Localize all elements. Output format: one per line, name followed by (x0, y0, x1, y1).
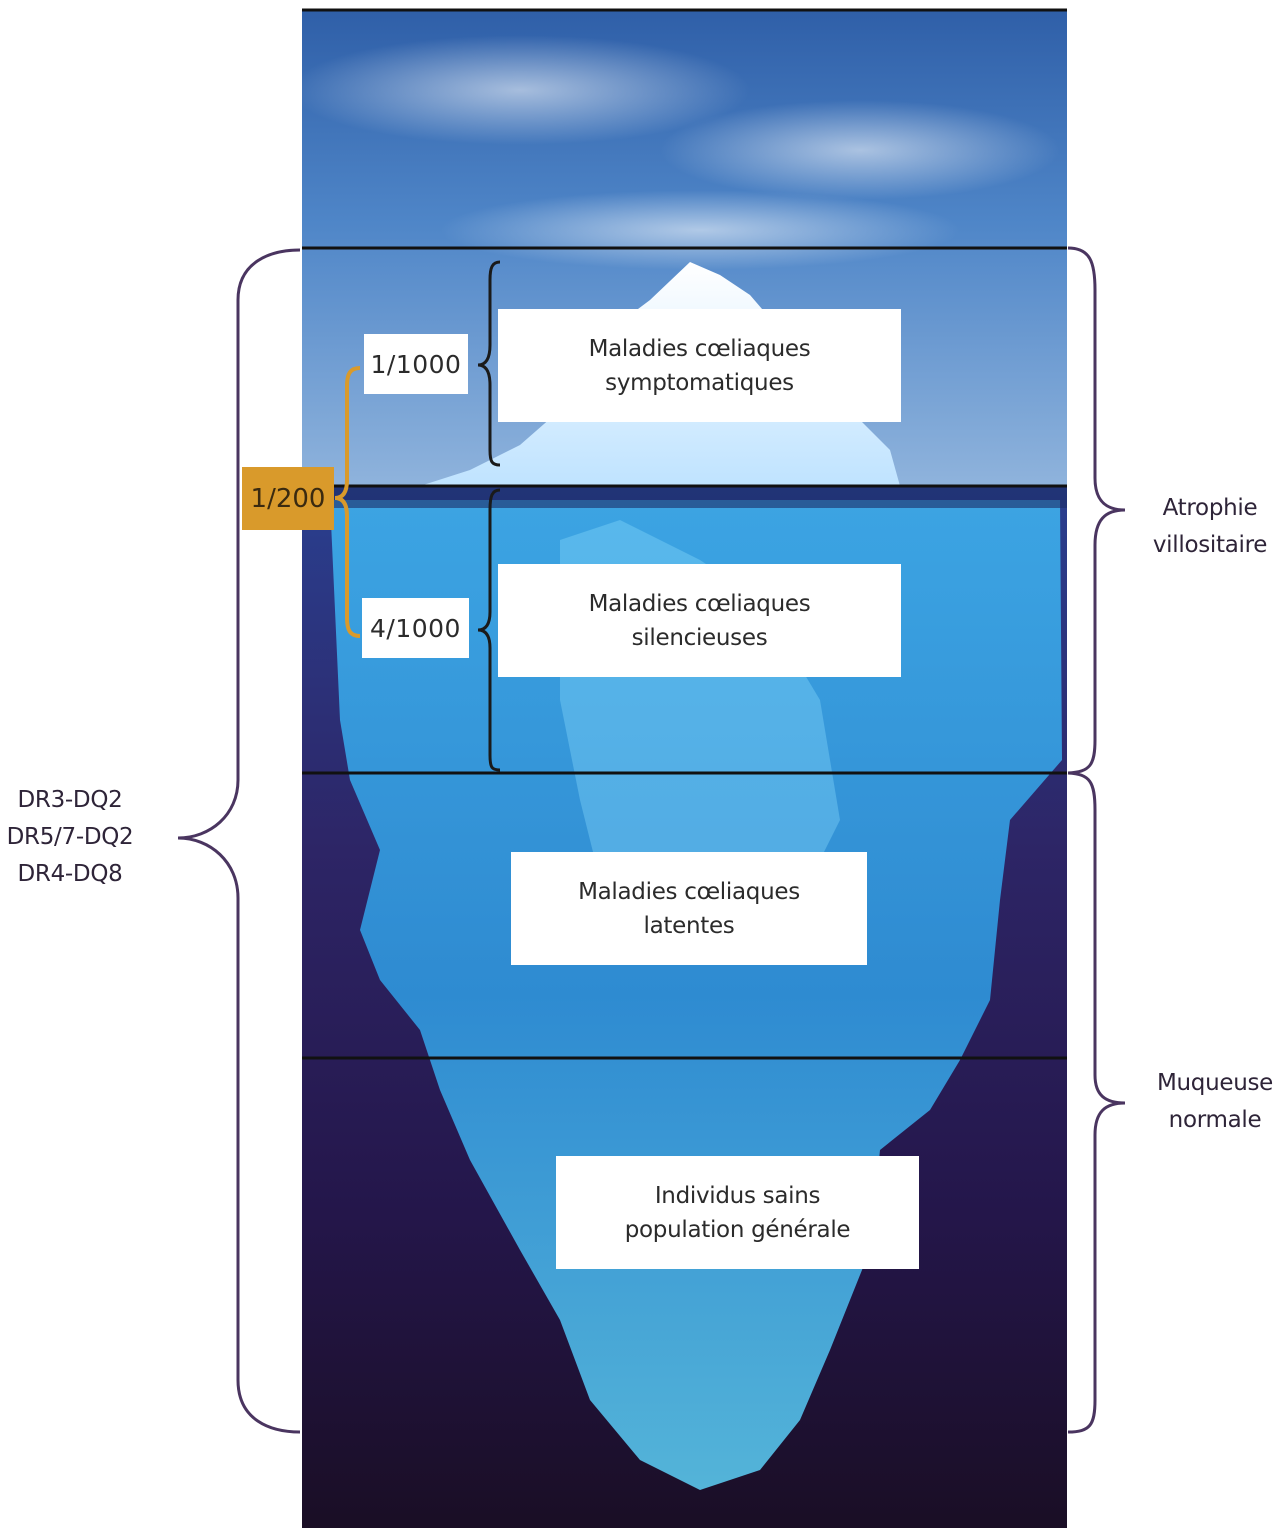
label-normal: Muqueuse normale (1150, 1065, 1280, 1139)
box-silent: Maladies cœliaques silencieuses (498, 564, 901, 677)
label-atrophy-line1: Atrophie (1162, 495, 1258, 521)
left-brace (177, 248, 301, 1434)
box-symptomatic-line2: symptomatiques (605, 369, 794, 396)
ratio-symptomatic: 1/1000 (364, 334, 468, 394)
label-hla-line2: DR5/7-DQ2 (6, 824, 134, 850)
box-silent-line1: Maladies cœliaques (588, 590, 811, 617)
inner-brace-symptomatic (477, 260, 501, 467)
box-symptomatic: Maladies cœliaques symptomatiques (498, 309, 901, 422)
iceberg-photo (290, 8, 1067, 1528)
right-brace-atrophy (1067, 246, 1126, 775)
inner-brace-silent (477, 488, 501, 772)
label-hla: DR3-DQ2 DR5/7-DQ2 DR4-DQ8 (0, 782, 140, 893)
label-normal-line2: normale (1168, 1107, 1262, 1133)
label-atrophy-line2: villositaire (1152, 532, 1268, 558)
label-hla-line3: DR4-DQ8 (17, 861, 123, 887)
box-latent: Maladies cœliaques latentes (511, 852, 867, 965)
label-normal-line1: Muqueuse (1156, 1070, 1274, 1096)
gold-brace (334, 366, 361, 638)
box-symptomatic-line1: Maladies cœliaques (588, 335, 811, 362)
box-healthy-line1: Individus sains (654, 1182, 821, 1209)
box-healthy-line2: population générale (624, 1216, 851, 1243)
box-silent-line2: silencieuses (631, 624, 768, 651)
ratio-total: 1/200 (242, 467, 334, 530)
label-hla-line1: DR3-DQ2 (17, 787, 123, 813)
right-brace-normal (1067, 771, 1126, 1434)
box-latent-line1: Maladies cœliaques (578, 878, 800, 905)
ratio-silent: 4/1000 (362, 598, 469, 658)
box-latent-line2: latentes (643, 912, 735, 939)
label-atrophy: Atrophie villositaire (1140, 490, 1280, 564)
box-healthy: Individus sains population générale (556, 1156, 919, 1269)
